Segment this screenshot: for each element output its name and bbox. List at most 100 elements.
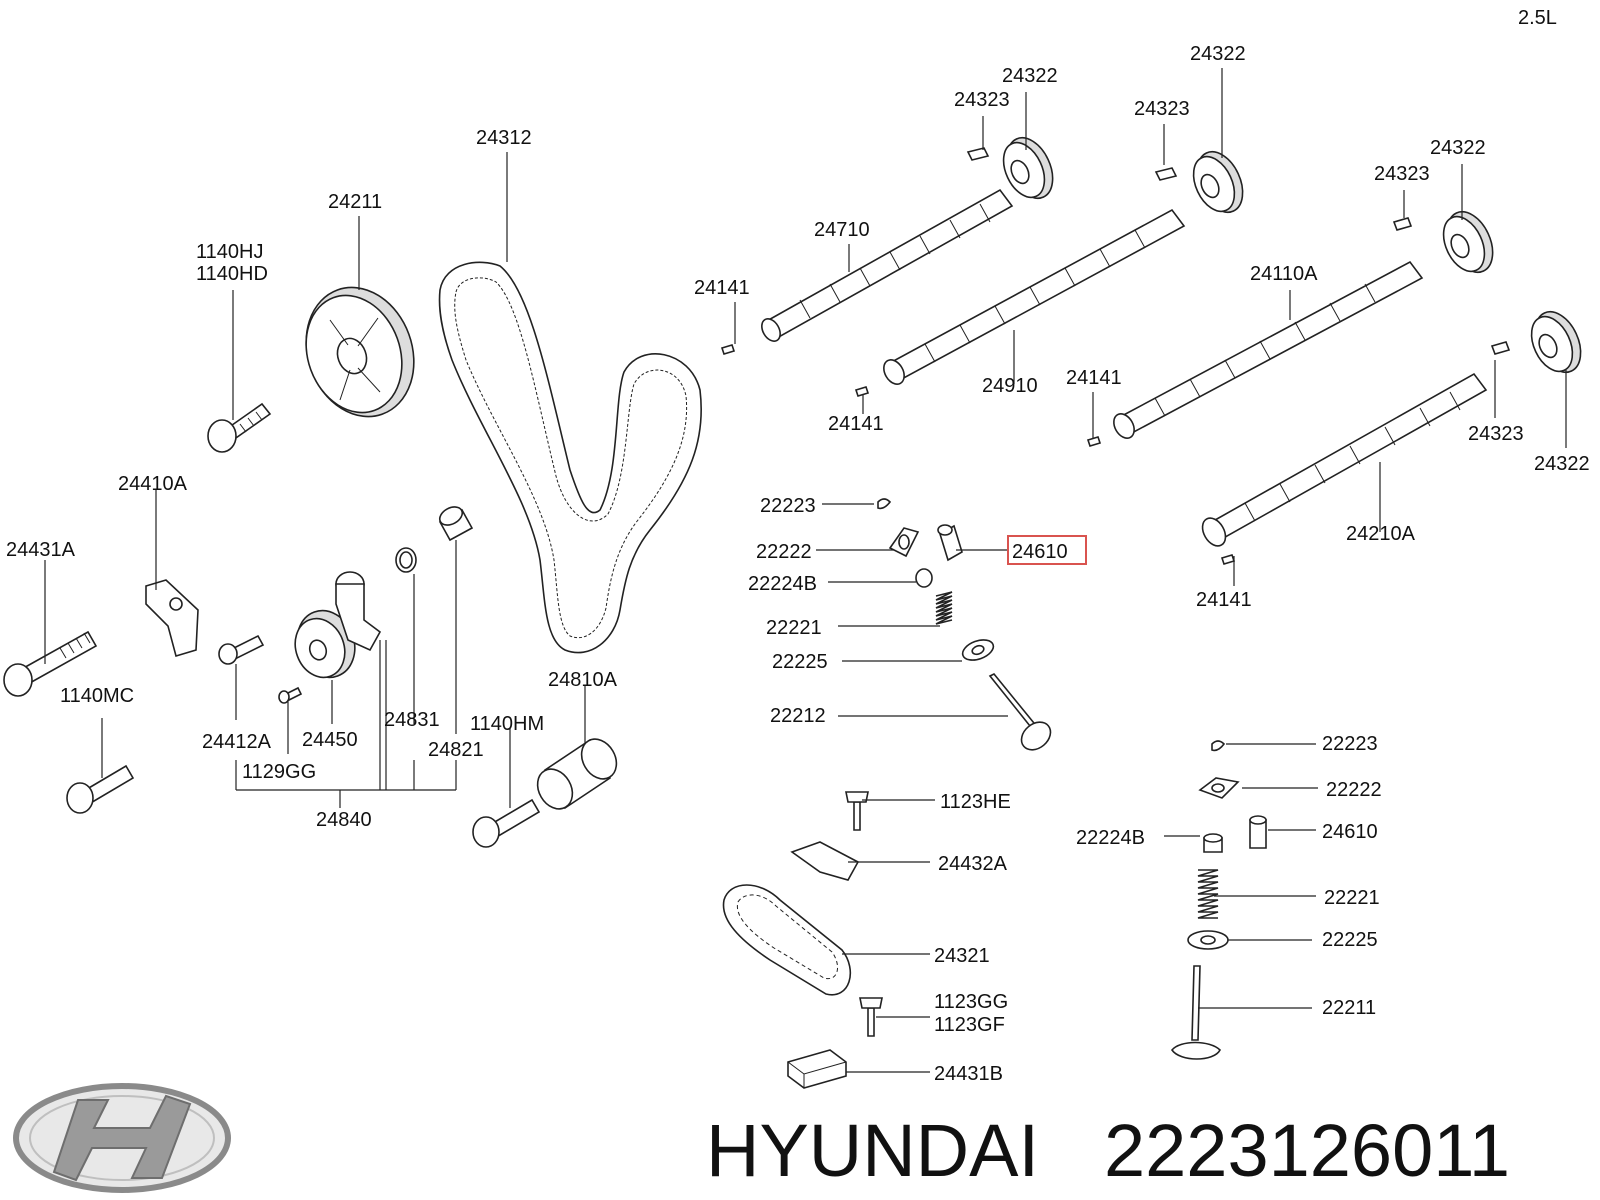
label-24141-a[interactable]: 24141 xyxy=(694,277,750,299)
label-24410a[interactable]: 24410A xyxy=(118,473,188,495)
label-24431b[interactable]: 24431B xyxy=(934,1063,1003,1085)
cam-key-24323-a xyxy=(966,147,990,161)
spring-seat-22225-b xyxy=(1187,930,1229,950)
idler-24810a xyxy=(536,738,618,810)
label-24322-b[interactable]: 24322 xyxy=(1190,43,1246,65)
bolt-1140mc xyxy=(66,764,135,814)
label-22221-b[interactable]: 22221 xyxy=(1324,887,1380,909)
label-24610-b[interactable]: 24610 xyxy=(1322,821,1378,843)
exhaust-valve-22212 xyxy=(988,672,1052,751)
label-24322-c[interactable]: 24322 xyxy=(1430,137,1486,159)
bolt-1129gg xyxy=(278,686,303,704)
guide-24432a xyxy=(790,841,860,881)
camshaft-24710 xyxy=(761,188,1014,342)
label-24821[interactable]: 24821 xyxy=(428,739,484,761)
brand-name: HYUNDAI xyxy=(706,1109,1039,1192)
label-24141-b[interactable]: 24141 xyxy=(828,413,884,435)
bolt-1140hj xyxy=(207,402,272,453)
leader-lines xyxy=(44,68,1567,1073)
label-24210a[interactable]: 24210A xyxy=(1346,523,1416,545)
label-1123he[interactable]: 1123HE xyxy=(940,791,1011,813)
bolt-24431a xyxy=(3,630,98,697)
bolt-1123he xyxy=(845,791,869,831)
label-24412a[interactable]: 24412A xyxy=(202,731,272,753)
seal-22224b-a xyxy=(915,568,933,588)
label-22223-a[interactable]: 22223 xyxy=(760,495,816,517)
label-24323-a[interactable]: 24323 xyxy=(954,89,1010,111)
highlight-box-24610 xyxy=(1007,535,1087,565)
label-1140hd[interactable]: 1140HD xyxy=(196,263,268,285)
label-24710[interactable]: 24710 xyxy=(814,219,870,241)
label-24431a[interactable]: 24431A xyxy=(6,539,76,561)
label-24322-d[interactable]: 24322 xyxy=(1534,453,1590,475)
tappet-24610-a xyxy=(937,524,963,562)
cam-sprocket-24322-d xyxy=(1530,310,1582,374)
label-1123gf[interactable]: 1123GF xyxy=(934,1014,1005,1036)
bolt-1140hm xyxy=(472,798,541,848)
intake-valve-22211 xyxy=(1171,965,1221,1060)
retainer-22222-b xyxy=(1198,777,1240,799)
ring-24831 xyxy=(395,547,417,573)
label-24321[interactable]: 24321 xyxy=(934,945,990,967)
label-24910[interactable]: 24910 xyxy=(982,375,1038,397)
tensioner-arm-24410a xyxy=(145,579,199,658)
camshaft-24110a xyxy=(1113,260,1424,439)
label-24831[interactable]: 24831 xyxy=(384,709,440,731)
label-24840[interactable]: 24840 xyxy=(316,809,372,831)
timing-belt-24312 xyxy=(438,261,702,654)
label-22222-b[interactable]: 22222 xyxy=(1326,779,1382,801)
label-22212[interactable]: 22212 xyxy=(770,705,826,727)
label-22221-a[interactable]: 22221 xyxy=(766,617,822,639)
label-1129gg[interactable]: 1129GG xyxy=(242,761,316,783)
spring-seat-22225-a xyxy=(961,639,995,661)
label-24610-a[interactable]: 24610 xyxy=(1012,541,1068,563)
label-1140mc[interactable]: 1140MC xyxy=(60,685,134,707)
pin-24141-d xyxy=(1220,554,1236,565)
guide-block-24431b xyxy=(787,1049,847,1089)
label-22224b-a[interactable]: 22224B xyxy=(748,573,817,595)
label-24110a[interactable]: 24110A xyxy=(1250,263,1318,285)
camshaft-24910 xyxy=(883,208,1186,385)
tensioner-bracket-24821 xyxy=(335,571,382,652)
label-24211[interactable]: 24211 xyxy=(328,191,382,213)
part-labels: 2.5L 24322 24323 24322 24323 24322 24323… xyxy=(6,7,1590,1085)
cam-key-24323-d xyxy=(1490,341,1511,355)
label-1140hm[interactable]: 1140HM xyxy=(470,713,544,735)
label-24141-d[interactable]: 24141 xyxy=(1196,589,1252,611)
label-24322-a[interactable]: 24322 xyxy=(1002,65,1058,87)
label-22225-b[interactable]: 22225 xyxy=(1322,929,1378,951)
label-24810a[interactable]: 24810A xyxy=(548,669,618,691)
label-24450[interactable]: 24450 xyxy=(302,729,358,751)
label-24323-b[interactable]: 24323 xyxy=(1134,98,1190,120)
label-24323-d[interactable]: 24323 xyxy=(1468,423,1524,445)
engine-variant-label: 2.5L xyxy=(1518,7,1557,29)
part-number: 2223126011 xyxy=(1104,1109,1510,1192)
retainer-lock-22223-b xyxy=(1211,740,1226,752)
cam-sprocket-24322-b xyxy=(1192,150,1244,214)
label-22222-a[interactable]: 22222 xyxy=(756,541,812,563)
tensioner-pulley-24450 xyxy=(294,609,356,679)
label-22223-b[interactable]: 22223 xyxy=(1322,733,1378,755)
cam-key-24323-c xyxy=(1392,217,1413,231)
cam-sprocket-24322-c xyxy=(1442,210,1494,274)
retainer-lock-22223-a xyxy=(877,498,892,510)
label-24323-c[interactable]: 24323 xyxy=(1374,163,1430,185)
seal-22224b-b xyxy=(1203,833,1223,853)
label-22225-a[interactable]: 22225 xyxy=(772,651,828,673)
chain-24321 xyxy=(722,884,851,996)
label-22211[interactable]: 22211 xyxy=(1322,997,1376,1019)
sleeve-24821 xyxy=(438,506,474,542)
label-1140hj[interactable]: 1140HJ xyxy=(196,241,263,263)
cam-key-24323-b xyxy=(1154,167,1178,181)
label-22224b-b[interactable]: 22224B xyxy=(1076,827,1145,849)
bolt-1123gg xyxy=(859,997,883,1037)
label-24312[interactable]: 24312 xyxy=(476,127,532,149)
pin-24141-a xyxy=(720,344,736,355)
label-24141-c[interactable]: 24141 xyxy=(1066,367,1122,389)
tappet-24610-b xyxy=(1249,815,1267,849)
label-1123gg[interactable]: 1123GG xyxy=(934,991,1008,1013)
pin-24141-c xyxy=(1086,436,1102,447)
label-24432a[interactable]: 24432A xyxy=(938,853,1008,875)
hyundai-logo xyxy=(13,1083,231,1193)
pin-24141-b xyxy=(854,386,870,397)
